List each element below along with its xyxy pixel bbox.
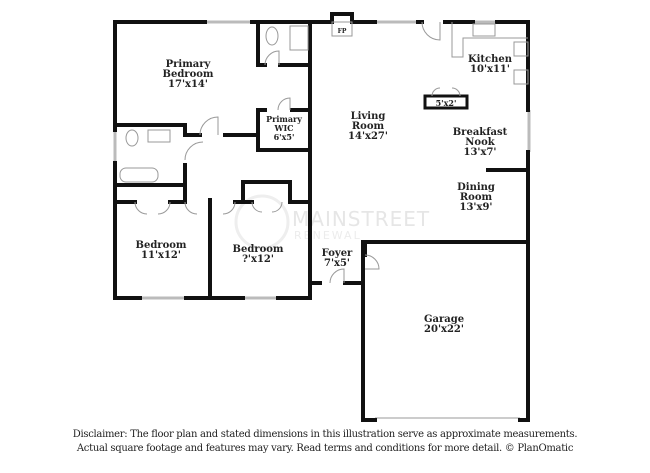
svg-text:Kitchen: Kitchen <box>468 54 513 65</box>
disclaimer-line2: Actual square footage and features may v… <box>76 443 574 454</box>
fireplace-label: FP <box>338 28 347 35</box>
svg-text:13'x9': 13'x9' <box>460 202 493 213</box>
svg-text:Primary: Primary <box>266 114 302 124</box>
svg-text:Bedroom: Bedroom <box>136 240 187 251</box>
svg-text:?'x12': ?'x12' <box>242 254 274 265</box>
primary-bedroom-label: Primary Bedroom 17'x14' <box>163 59 214 90</box>
fixtures <box>119 21 529 284</box>
garage-label: Garage 20'x22' <box>424 314 464 335</box>
kitchen-label: Kitchen 10'x11' <box>468 54 513 75</box>
svg-text:Garage: Garage <box>424 314 464 325</box>
room-labels: Primary Bedroom 17'x14' Primary WIC 6'x5… <box>136 28 513 335</box>
bedroom-1-label: Bedroom 11'x12' <box>136 240 187 261</box>
foyer-label: Foyer 7'x5' <box>322 248 353 269</box>
svg-text:WIC: WIC <box>273 123 293 133</box>
svg-text:13'x7': 13'x7' <box>464 147 497 158</box>
svg-text:10'x11': 10'x11' <box>470 64 510 75</box>
svg-text:17'x14': 17'x14' <box>168 79 208 90</box>
svg-text:Room: Room <box>352 121 385 132</box>
svg-text:Breakfast: Breakfast <box>453 127 508 138</box>
disclaimer-line1: Disclaimer: The floor plan and stated di… <box>72 429 578 440</box>
svg-text:14'x27': 14'x27' <box>348 131 388 142</box>
svg-text:11'x12': 11'x12' <box>141 250 181 261</box>
svg-text:Nook: Nook <box>465 137 495 148</box>
svg-text:Bedroom: Bedroom <box>163 69 214 80</box>
dining-room-label: Dining Room 13'x9' <box>457 182 495 213</box>
svg-text:Room: Room <box>460 192 493 203</box>
watermark-line1: MAINSTREET <box>292 207 430 231</box>
breakfast-nook-label: Breakfast Nook 13'x7' <box>453 127 508 158</box>
svg-text:6'x5': 6'x5' <box>274 132 295 142</box>
watermark-line2: RENEWAL <box>294 229 362 242</box>
island-label: 5'x2' <box>436 98 457 108</box>
svg-text:Foyer: Foyer <box>322 248 353 259</box>
bedroom-2-label: Bedroom ?'x12' <box>233 244 284 265</box>
primary-wic-label: Primary WIC 6'x5' <box>266 114 302 142</box>
windows <box>113 20 531 419</box>
svg-text:Bedroom: Bedroom <box>233 244 284 255</box>
svg-text:Dining: Dining <box>457 182 495 193</box>
svg-text:20'x22': 20'x22' <box>424 324 464 335</box>
living-room-label: Living Room 14'x27' <box>348 111 388 142</box>
svg-text:Living: Living <box>351 111 386 122</box>
disclaimer: Disclaimer: The floor plan and stated di… <box>0 428 650 456</box>
svg-text:Primary: Primary <box>166 59 212 70</box>
svg-text:7'x5': 7'x5' <box>324 258 350 269</box>
